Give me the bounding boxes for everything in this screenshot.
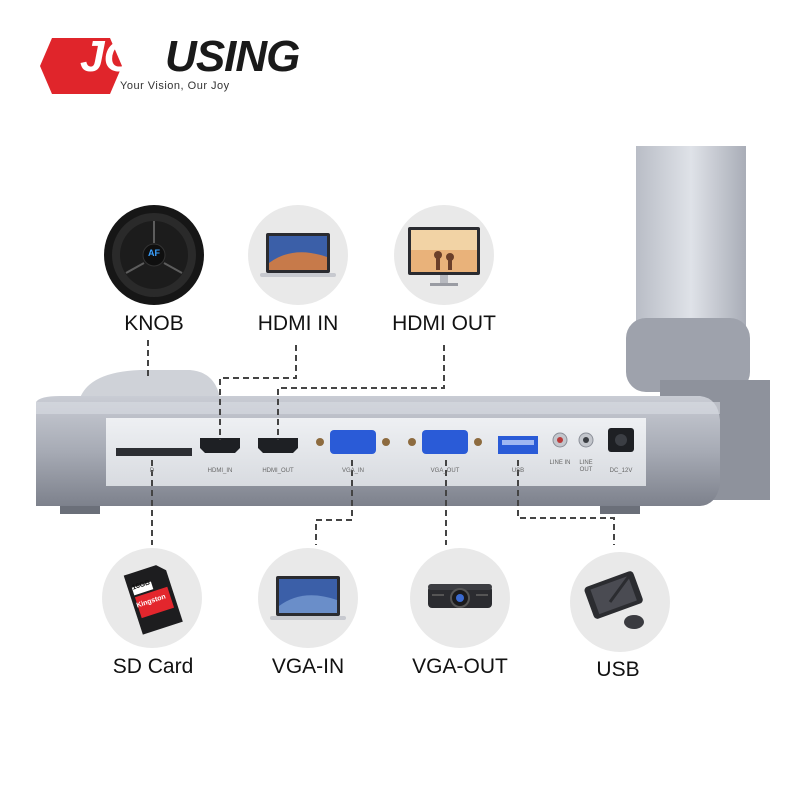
knob-icon xyxy=(112,213,196,297)
feature-hdmi-in xyxy=(248,205,348,305)
feature-knob: AF xyxy=(104,205,204,305)
port-label-line-in: LINE IN xyxy=(549,460,571,466)
vga-in-image xyxy=(258,548,358,648)
label-hdmi-in: HDMI IN xyxy=(257,312,339,335)
port-label-hdmi-out: HDMI_OUT xyxy=(262,468,294,474)
port-label-vga-in: VGA_IN xyxy=(341,468,364,474)
feature-vga-in xyxy=(258,548,358,648)
feature-sd-card: 16GB Kingston xyxy=(102,548,202,648)
sd-card-icon xyxy=(123,565,183,635)
label-usb: USB xyxy=(596,658,640,681)
label-hdmi-out: HDMI OUT xyxy=(392,312,496,335)
logo-wordmark: JOYUSING xyxy=(80,32,300,82)
port-label-hdmi-in: HDMI_IN xyxy=(207,468,233,474)
port-label-dc: DC_12V xyxy=(609,468,633,474)
hdmi-in-image xyxy=(248,205,348,305)
label-vga-in: VGA-IN xyxy=(271,655,345,678)
hdmi-out-image xyxy=(394,205,494,305)
logo-text-using: USING xyxy=(165,32,300,81)
laptop-icon xyxy=(270,576,346,620)
feature-vga-out xyxy=(410,548,510,648)
label-vga-out: VGA-OUT xyxy=(412,655,508,678)
knob-image: AF xyxy=(104,205,204,305)
projector-icon xyxy=(428,584,492,608)
drawing-tablet-icon xyxy=(584,571,644,629)
logo-badge-icon xyxy=(40,38,122,94)
brand-logo: JOYUSING Your Vision, Our Joy xyxy=(38,30,300,110)
logo-text-joy: JOY xyxy=(80,32,166,81)
usb-image xyxy=(570,552,670,652)
label-knob: KNOB xyxy=(124,312,184,335)
port-label-sd: D xyxy=(149,468,155,474)
port-label-vga-out: VGA_OUT xyxy=(430,468,460,474)
logo-tagline: Your Vision, Our Joy xyxy=(120,80,230,92)
knob-af-label: AF xyxy=(148,248,160,258)
laptop-icon xyxy=(260,233,336,277)
sd-card-image: 16GB Kingston xyxy=(102,548,202,648)
feature-hdmi-out xyxy=(394,205,494,305)
vga-out-image xyxy=(410,548,510,648)
feature-usb xyxy=(570,552,670,652)
label-sd-card: SD Card xyxy=(112,655,194,678)
port-label-usb: USB xyxy=(511,468,525,474)
port-label-line-out: LINE OUT xyxy=(579,460,593,473)
monitor-icon xyxy=(408,227,480,286)
